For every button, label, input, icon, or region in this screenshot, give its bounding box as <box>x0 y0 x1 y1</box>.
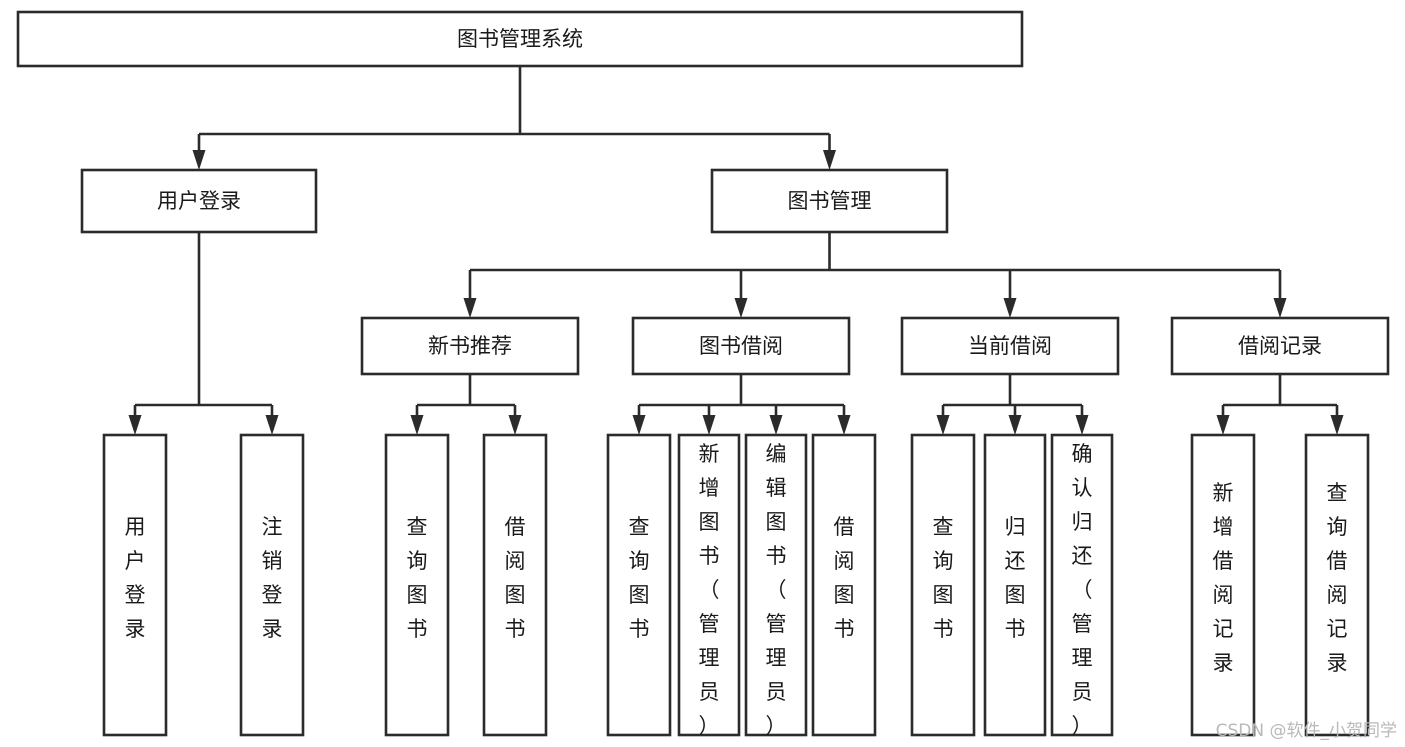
node-label-current-borrow: 当前借阅 <box>968 334 1052 358</box>
node-user-login-action[interactable]: 用户登录 <box>102 433 168 737</box>
node-label-current-confirm-return: 确认归还（管理员） <box>1072 442 1093 738</box>
node-box-current-confirm-return[interactable] <box>1050 433 1114 737</box>
node-recommend-query-book[interactable]: 查询图书 <box>384 433 450 737</box>
node-box-root[interactable] <box>16 10 1024 68</box>
node-label-borrow-edit-book: 编辑图书（管理员） <box>766 442 787 738</box>
node-recommend-borrow-book[interactable]: 借阅图书 <box>482 433 548 737</box>
root-branch-1-arrowhead <box>823 150 836 170</box>
root-branch-0-arrowhead <box>192 150 206 170</box>
node-box-borrow-borrow-book[interactable] <box>811 433 877 737</box>
n-new-book-recommend-branch-0-arrowhead <box>410 415 424 435</box>
node-label-record-add: 新增借阅记录 <box>1213 481 1234 675</box>
csdn-watermark: CSDN @软件_小贺同学 <box>1215 721 1397 741</box>
node-current-borrow[interactable]: 当前借阅 <box>900 316 1120 376</box>
n-book-manage-branch-2-arrowhead <box>1003 298 1017 318</box>
n-user-login-branch-0-arrowhead <box>128 415 142 435</box>
node-box-recommend-borrow-book[interactable] <box>482 433 548 737</box>
node-user-login[interactable]: 用户登录 <box>80 168 318 234</box>
node-record-add[interactable]: 新增借阅记录 <box>1190 433 1256 737</box>
node-label-user-login: 用户登录 <box>157 189 241 213</box>
node-label-new-book-recommend: 新书推荐 <box>428 334 512 358</box>
n-current-borrow-branch-1-arrowhead <box>1008 415 1022 435</box>
node-box-borrow-query-book[interactable] <box>606 433 672 737</box>
node-book-manage[interactable]: 图书管理 <box>710 168 949 234</box>
node-box-current-borrow[interactable] <box>900 316 1120 376</box>
n-book-borrow-branch-0-arrowhead <box>632 415 646 435</box>
node-label-borrow-record: 借阅记录 <box>1238 334 1322 358</box>
node-box-user-login-action[interactable] <box>102 433 168 737</box>
node-label-book-manage: 图书管理 <box>788 189 872 213</box>
node-current-query-book[interactable]: 查询图书 <box>910 433 976 737</box>
node-current-confirm-return[interactable]: 确认归还（管理员） <box>1050 433 1114 738</box>
node-label-current-query-book: 查询图书 <box>933 515 954 641</box>
node-book-borrow[interactable]: 图书借阅 <box>631 316 851 376</box>
n-book-borrow-branch-1-arrowhead <box>702 415 716 435</box>
node-box-record-query[interactable] <box>1304 433 1370 737</box>
node-label-root: 图书管理系统 <box>457 27 583 51</box>
n-new-book-recommend-branch-1-arrowhead <box>508 415 522 435</box>
node-box-book-borrow[interactable] <box>631 316 851 376</box>
node-box-borrow-edit-book[interactable] <box>744 433 808 737</box>
n-book-manage-branch-0-arrowhead <box>463 298 477 318</box>
node-borrow-query-book[interactable]: 查询图书 <box>606 433 672 737</box>
node-box-current-query-book[interactable] <box>910 433 976 737</box>
node-box-current-return-book[interactable] <box>983 433 1047 737</box>
node-label-borrow-query-book: 查询图书 <box>629 515 650 641</box>
n-current-borrow-branch-2-arrowhead <box>1075 415 1089 435</box>
node-borrow-edit-book[interactable]: 编辑图书（管理员） <box>744 433 808 738</box>
node-label-current-return-book: 归还图书 <box>1005 515 1026 641</box>
node-label-borrow-add-book: 新增图书（管理员） <box>699 442 720 738</box>
node-box-user-login[interactable] <box>80 168 318 234</box>
n-borrow-record-branch-1-arrowhead <box>1330 415 1344 435</box>
node-borrow-add-book[interactable]: 新增图书（管理员） <box>677 433 741 738</box>
node-current-return-book[interactable]: 归还图书 <box>983 433 1047 737</box>
node-label-book-borrow: 图书借阅 <box>699 334 783 358</box>
node-label-user-login-action: 用户登录 <box>125 515 146 641</box>
node-new-book-recommend[interactable]: 新书推荐 <box>360 316 580 376</box>
node-record-query[interactable]: 查询借阅记录 <box>1304 433 1370 737</box>
node-box-recommend-query-book[interactable] <box>384 433 450 737</box>
node-box-user-logout[interactable] <box>239 433 305 737</box>
n-book-manage-branch-3-arrowhead <box>1273 298 1287 318</box>
n-book-borrow-branch-3-arrowhead <box>837 415 851 435</box>
node-borrow-borrow-book[interactable]: 借阅图书 <box>811 433 877 737</box>
node-user-logout[interactable]: 注销登录 <box>239 433 305 737</box>
node-label-recommend-borrow-book: 借阅图书 <box>505 515 526 641</box>
node-label-record-query: 查询借阅记录 <box>1327 481 1348 675</box>
node-box-record-add[interactable] <box>1190 433 1256 737</box>
node-borrow-record[interactable]: 借阅记录 <box>1170 316 1390 376</box>
node-box-borrow-record[interactable] <box>1170 316 1390 376</box>
n-book-manage-branch-1-arrowhead <box>734 298 748 318</box>
n-borrow-record-branch-0-arrowhead <box>1216 415 1230 435</box>
node-box-borrow-add-book[interactable] <box>677 433 741 737</box>
node-root[interactable]: 图书管理系统 <box>16 10 1024 68</box>
node-label-recommend-query-book: 查询图书 <box>407 515 428 641</box>
n-user-login-branch-1-arrowhead <box>265 415 279 435</box>
node-box-new-book-recommend[interactable] <box>360 316 580 376</box>
n-book-borrow-branch-2-arrowhead <box>769 415 783 435</box>
node-label-borrow-borrow-book: 借阅图书 <box>834 515 855 641</box>
node-label-user-logout: 注销登录 <box>262 515 283 641</box>
node-box-book-manage[interactable] <box>710 168 949 234</box>
n-current-borrow-branch-0-arrowhead <box>936 415 950 435</box>
